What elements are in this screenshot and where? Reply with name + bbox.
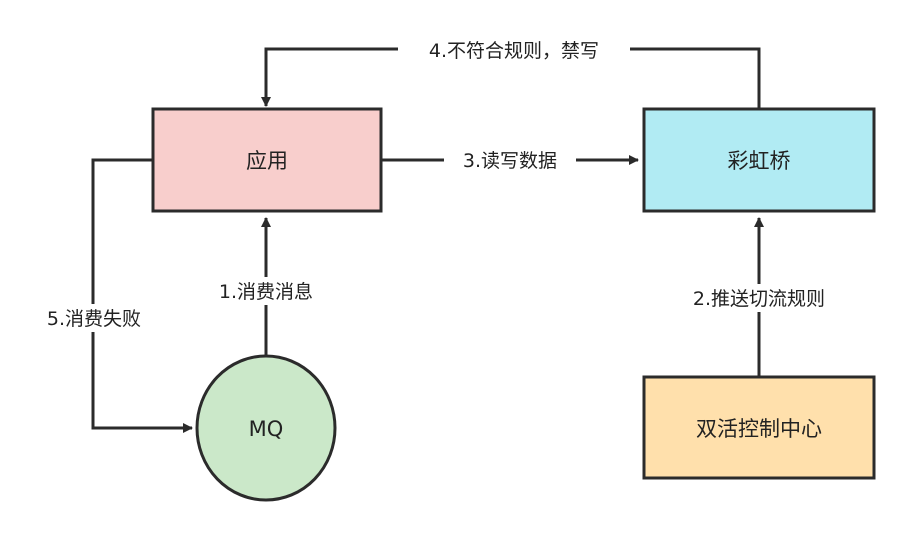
node-control-center: 双活控制中心	[642, 375, 876, 480]
edge-label-push-switch-rules: 2.推送切流规则	[693, 288, 825, 310]
edge-consume-failed	[91, 158, 193, 433]
node-rainbow-bridge-label: 彩虹桥	[728, 149, 791, 173]
node-app: 应用	[151, 107, 383, 213]
edge-label-reject-write: 4.不符合规则，禁写	[429, 40, 599, 62]
edge-label-bg-push-switch-rules	[668, 284, 850, 312]
node-mq-label: MQ	[249, 417, 284, 441]
edge-label-bg-reject-write	[398, 37, 630, 63]
node-app-label: 应用	[246, 149, 288, 173]
edge-label-bg-read-write-data	[444, 147, 576, 173]
edge-label-read-write-data: 3.读写数据	[463, 150, 557, 172]
edge-label-consume-failed: 5.消费失败	[47, 308, 141, 330]
node-mq: MQ	[195, 354, 337, 502]
node-control-center-label: 双活控制中心	[696, 417, 822, 441]
edge-label-bg-consume-message	[202, 277, 330, 305]
node-rainbow-bridge: 彩虹桥	[642, 107, 876, 213]
edge-label-bg-consume-failed	[30, 304, 158, 332]
edge-label-consume-message: 1.消费消息	[219, 281, 313, 303]
